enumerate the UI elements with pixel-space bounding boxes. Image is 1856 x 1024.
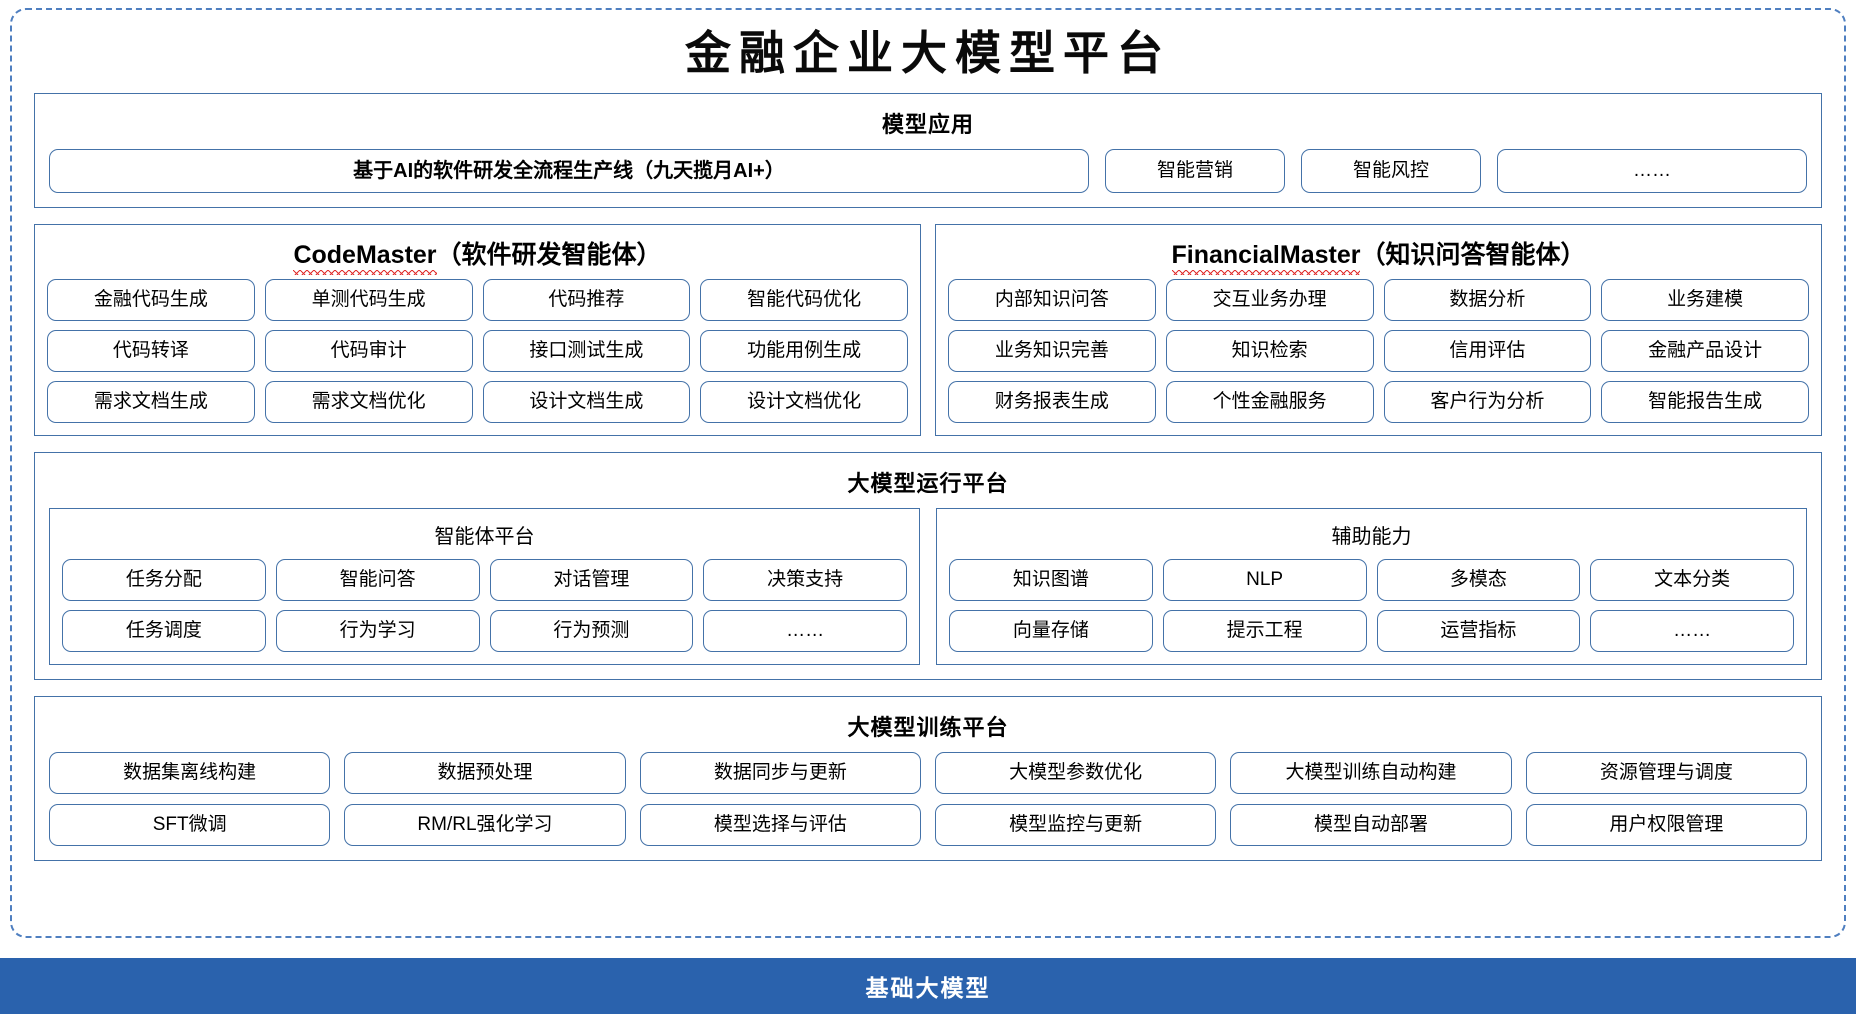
assist-capability-item[interactable]: 运营指标 [1376,609,1581,652]
assist-capability-item[interactable]: NLP [1162,558,1367,601]
training-platform-items: 数据集离线构建 数据预处理 数据同步与更新 大模型参数优化 大模型训练自动构建 … [49,751,1807,846]
code-master-suffix: （软件研发智能体） [436,240,662,269]
assist-capability-item[interactable]: 向量存储 [949,609,1153,652]
agent-platform-title: 智能体平台 [434,525,535,548]
agent-platform-item[interactable]: 任务分配 [62,558,266,601]
training-platform-item[interactable]: 用户权限管理 [1525,803,1807,846]
assist-capability-subpanel: 辅助能力 知识图谱 NLP 多模态 文本分类 向量存储 提示工程 运营指标 …… [936,507,1807,665]
assist-capability-items: 知识图谱 NLP 多模态 文本分类 向量存储 提示工程 运营指标 …… [949,558,1794,652]
training-platform-title: 大模型训练平台 [847,714,1009,740]
model-application-item-marketing[interactable]: 智能营销 [1105,148,1285,193]
run-platform-columns: 智能体平台 任务分配 智能问答 对话管理 决策支持 任务调度 行为学习 行为预测… [49,507,1807,665]
assist-capability-item[interactable]: 文本分类 [1590,558,1794,601]
code-master-item[interactable]: 设计文档优化 [700,380,908,423]
agent-platform-subpanel: 智能体平台 任务分配 智能问答 对话管理 决策支持 任务调度 行为学习 行为预测… [49,507,920,665]
model-application-items: 基于AI的软件研发全流程生产线（九天揽月AI+） 智能营销 智能风控 …… [49,148,1807,193]
page-title: 金融企业大模型平台 [685,28,1171,79]
financial-master-item[interactable]: 内部知识问答 [948,278,1156,321]
run-platform-panel: 大模型运行平台 智能体平台 任务分配 智能问答 对话管理 决策支持 任务调度 行… [34,451,1822,680]
model-application-item-risk[interactable]: 智能风控 [1301,148,1481,193]
foundation-model-label: 基础大模型 [865,975,991,1001]
agent-platform-item-more[interactable]: …… [703,609,907,652]
training-platform-item[interactable]: 模型监控与更新 [935,803,1217,846]
code-master-item[interactable]: 设计文档生成 [482,380,691,423]
model-application-primary-item[interactable]: 基于AI的软件研发全流程生产线（九天揽月AI+） [49,148,1089,193]
financial-master-suffix: （知识问答智能体） [1360,240,1586,269]
code-master-item[interactable]: 接口测试生成 [482,329,691,372]
agent-platform-item[interactable]: 行为预测 [489,609,694,652]
run-platform-title: 大模型运行平台 [847,470,1009,496]
model-application-item-more[interactable]: …… [1497,148,1807,193]
model-application-title: 模型应用 [881,111,974,137]
assist-capability-item-more[interactable]: …… [1590,609,1794,652]
assist-capability-item[interactable]: 多模态 [1376,558,1581,601]
agent-platform-items: 任务分配 智能问答 对话管理 决策支持 任务调度 行为学习 行为预测 …… [62,558,907,652]
code-master-item[interactable]: 代码推荐 [482,278,691,321]
financial-master-item[interactable]: 数据分析 [1383,278,1592,321]
agents-row: CodeMaster（软件研发智能体） 金融代码生成 单测代码生成 代码推荐 智… [34,223,1822,436]
financial-master-item[interactable]: 知识检索 [1165,329,1374,372]
assist-capability-item[interactable]: 知识图谱 [949,558,1153,601]
code-master-items: 金融代码生成 单测代码生成 代码推荐 智能代码优化 代码转译 代码审计 接口测试… [47,278,908,423]
training-platform-item[interactable]: 数据集离线构建 [49,751,331,794]
code-master-item[interactable]: 需求文档生成 [47,380,255,423]
training-platform-item[interactable]: SFT微调 [49,803,331,846]
training-platform-item[interactable]: 大模型参数优化 [935,751,1217,794]
code-master-item[interactable]: 金融代码生成 [47,278,255,321]
financial-master-item[interactable]: 业务知识完善 [948,329,1156,372]
training-platform-item[interactable]: 模型选择与评估 [639,803,921,846]
financial-master-item[interactable]: 交互业务办理 [1165,278,1374,321]
training-platform-item[interactable]: 数据同步与更新 [639,751,921,794]
code-master-title: CodeMaster（软件研发智能体） [47,235,908,275]
code-master-item[interactable]: 智能代码优化 [700,278,908,321]
financial-master-item[interactable]: 财务报表生成 [948,380,1156,423]
agent-platform-item[interactable]: 任务调度 [62,609,266,652]
agent-platform-item[interactable]: 对话管理 [489,558,694,601]
financial-master-item[interactable]: 客户行为分析 [1383,380,1592,423]
financial-master-items: 内部知识问答 交互业务办理 数据分析 业务建模 业务知识完善 知识检索 信用评估… [948,278,1809,423]
training-platform-item[interactable]: 模型自动部署 [1230,803,1512,846]
code-master-item[interactable]: 代码审计 [264,329,473,372]
training-platform-item[interactable]: 资源管理与调度 [1525,751,1807,794]
training-platform-item[interactable]: 数据预处理 [344,751,626,794]
code-master-name: CodeMaster [293,240,437,275]
agent-platform-item[interactable]: 行为学习 [275,609,480,652]
code-master-item[interactable]: 单测代码生成 [264,278,473,321]
financial-master-item[interactable]: 业务建模 [1601,278,1809,321]
financial-master-title: FinancialMaster（知识问答智能体） [948,235,1809,275]
agent-platform-item[interactable]: 智能问答 [275,558,480,601]
assist-capability-item[interactable]: 提示工程 [1162,609,1367,652]
platform-outer-container: 金融企业大模型平台 模型应用 基于AI的软件研发全流程生产线（九天揽月AI+） … [10,8,1846,938]
model-application-panel: 模型应用 基于AI的软件研发全流程生产线（九天揽月AI+） 智能营销 智能风控 … [34,92,1822,208]
financial-master-item[interactable]: 智能报告生成 [1601,380,1809,423]
financial-master-name: FinancialMaster [1171,240,1361,275]
financial-master-item[interactable]: 个性金融服务 [1165,380,1374,423]
training-platform-item[interactable]: 大模型训练自动构建 [1230,751,1512,794]
code-master-item[interactable]: 功能用例生成 [700,329,908,372]
code-master-item[interactable]: 需求文档优化 [264,380,473,423]
training-platform-item[interactable]: RM/RL强化学习 [344,803,626,846]
code-master-panel: CodeMaster（软件研发智能体） 金融代码生成 单测代码生成 代码推荐 智… [34,223,921,436]
financial-master-panel: FinancialMaster（知识问答智能体） 内部知识问答 交互业务办理 数… [935,223,1822,436]
training-platform-panel: 大模型训练平台 数据集离线构建 数据预处理 数据同步与更新 大模型参数优化 大模… [34,695,1822,861]
foundation-model-bar: 基础大模型 [0,958,1856,1014]
agent-platform-item[interactable]: 决策支持 [703,558,907,601]
financial-master-item[interactable]: 信用评估 [1383,329,1592,372]
assist-capability-title: 辅助能力 [1331,525,1412,548]
code-master-item[interactable]: 代码转译 [47,329,255,372]
financial-master-item[interactable]: 金融产品设计 [1601,329,1809,372]
